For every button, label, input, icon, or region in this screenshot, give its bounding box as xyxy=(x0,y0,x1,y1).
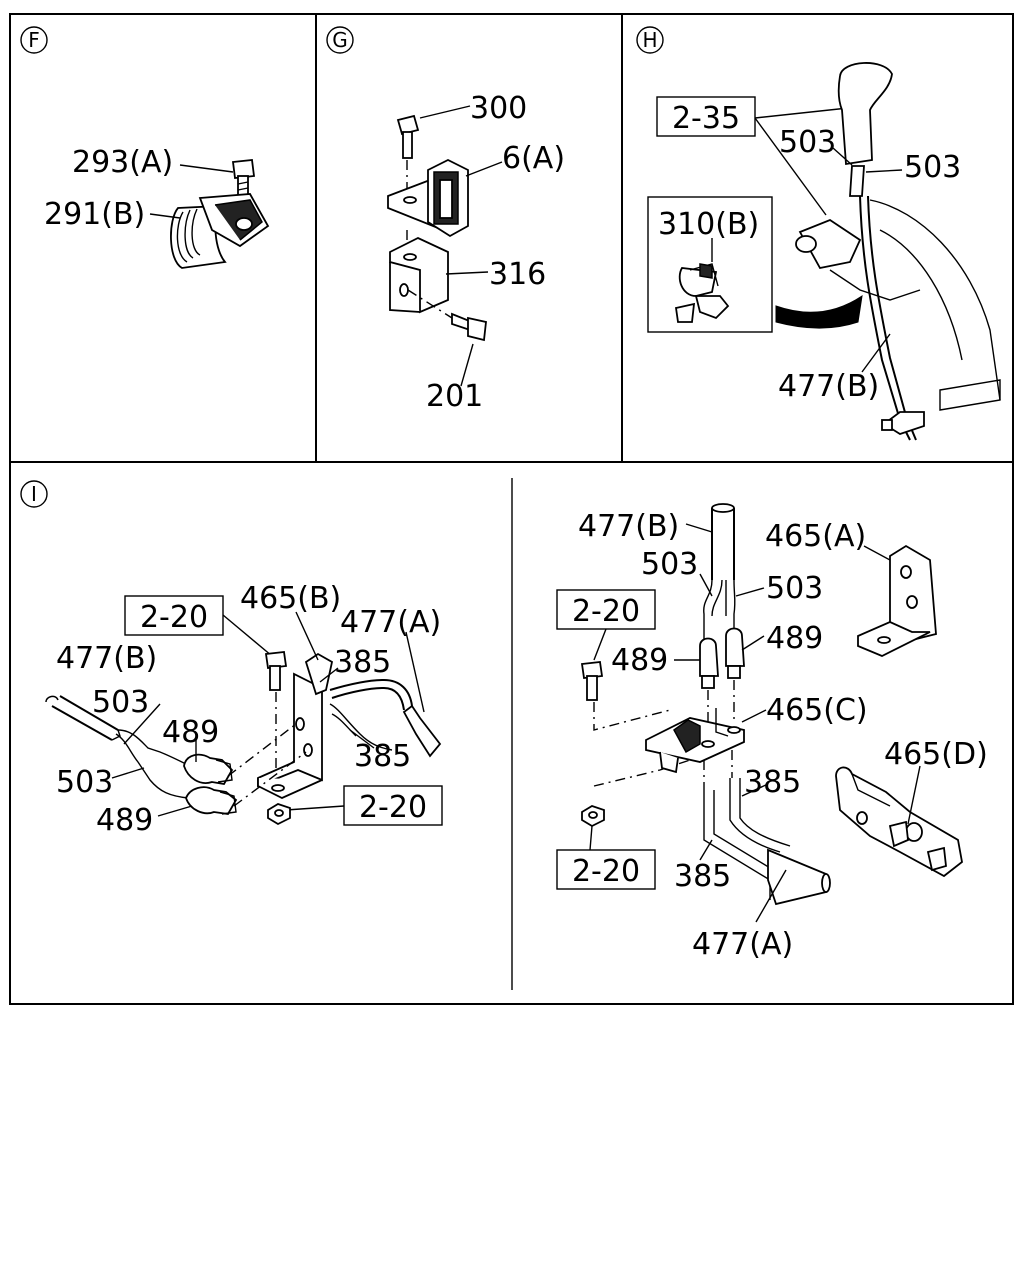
label-503-upper-left: 503 xyxy=(92,685,149,720)
cable-clip-inset-310b xyxy=(647,196,773,333)
bracket-465d xyxy=(835,766,963,878)
label-201: 201 xyxy=(426,379,483,414)
reference-box-2-20-bottom-right: 2-20 xyxy=(556,849,656,890)
label-477b: 477(B) xyxy=(778,369,879,404)
section-h: H 2-35 xyxy=(636,26,1001,441)
gear-shift-lever xyxy=(837,62,917,441)
bolt-left xyxy=(264,651,288,691)
label-316: 316 xyxy=(489,257,546,292)
bracket-465c xyxy=(645,708,745,774)
svg-text:I: I xyxy=(31,482,37,506)
pipes-left xyxy=(45,678,442,799)
nut-left xyxy=(267,803,291,826)
label-385-lower-right: 385 xyxy=(674,859,731,894)
clip-291b xyxy=(170,193,270,269)
left-assembly: 2-20 2-20 xyxy=(45,581,443,838)
section-f: F 293(A) 291(B) xyxy=(20,26,270,269)
label-503-left: 503 xyxy=(779,125,836,160)
reference-box-2-35: 2-35 xyxy=(656,96,756,137)
diagram-frame xyxy=(9,13,1014,1005)
svg-text:H: H xyxy=(642,28,657,52)
label-385-lower-left: 385 xyxy=(354,739,411,774)
label-465b: 465(B) xyxy=(240,581,341,616)
console-housing xyxy=(795,199,1001,435)
label-489-lower-left: 489 xyxy=(96,803,153,838)
elbow-489-upper xyxy=(183,753,234,785)
bracket-465a xyxy=(857,544,937,657)
bracket-316 xyxy=(389,237,449,314)
section-i: I 2-20 2-20 xyxy=(20,480,988,962)
section-g: G 300 6(A) 316 xyxy=(326,26,565,414)
label-503-right: 503 xyxy=(904,150,961,185)
svg-text:G: G xyxy=(332,28,348,52)
inset-arrow xyxy=(775,294,863,329)
svg-text:2-20: 2-20 xyxy=(359,790,427,825)
right-assembly: 2-20 2-20 xyxy=(556,503,988,962)
svg-text:2-20: 2-20 xyxy=(140,600,208,635)
elbow-489-lower xyxy=(185,786,238,815)
label-503-right-right: 503 xyxy=(766,571,823,606)
label-291b: 291(B) xyxy=(44,197,145,232)
fitting-489-right xyxy=(725,627,745,679)
label-385-upper-right: 385 xyxy=(744,765,801,800)
bolt-201 xyxy=(451,312,487,342)
pipes-right xyxy=(703,503,831,906)
reference-box-2-20-top-left: 2-20 xyxy=(124,595,224,636)
section-marker-f: F xyxy=(20,26,48,54)
label-503-left-right: 503 xyxy=(641,547,698,582)
label-489-upper-left: 489 xyxy=(162,715,219,750)
section-marker-i: I xyxy=(20,480,48,508)
bolt-right xyxy=(580,661,604,701)
label-489-right-right: 489 xyxy=(766,621,823,656)
label-465d: 465(D) xyxy=(884,737,988,772)
label-385-upper-left: 385 xyxy=(334,645,391,680)
label-6a: 6(A) xyxy=(502,141,565,176)
label-293a: 293(A) xyxy=(72,145,173,180)
label-300: 300 xyxy=(470,91,527,126)
label-489-left-right: 489 xyxy=(611,643,668,678)
label-477a-right: 477(A) xyxy=(692,927,793,962)
label-477b-left: 477(B) xyxy=(56,641,157,676)
svg-text:2-20: 2-20 xyxy=(572,854,640,889)
svg-text:F: F xyxy=(28,28,40,52)
nut-right xyxy=(581,805,605,828)
reference-box-2-20-top-right: 2-20 xyxy=(556,589,656,630)
label-503-lower-left: 503 xyxy=(56,765,113,800)
label-477a-left: 477(A) xyxy=(340,605,441,640)
svg-text:2-20: 2-20 xyxy=(572,594,640,629)
svg-text:2-35: 2-35 xyxy=(672,101,740,136)
label-310b: 310(B) xyxy=(658,207,759,242)
fitting-489-left xyxy=(699,637,719,689)
label-465a: 465(A) xyxy=(765,519,866,554)
section-marker-h: H xyxy=(636,26,664,54)
reference-box-2-20-bottom-left: 2-20 xyxy=(343,785,443,826)
label-477b-right: 477(B) xyxy=(578,509,679,544)
section-marker-g: G xyxy=(326,26,354,54)
cushion-6a xyxy=(387,158,469,238)
bolt-300 xyxy=(396,114,420,159)
label-465c: 465(C) xyxy=(766,693,868,728)
